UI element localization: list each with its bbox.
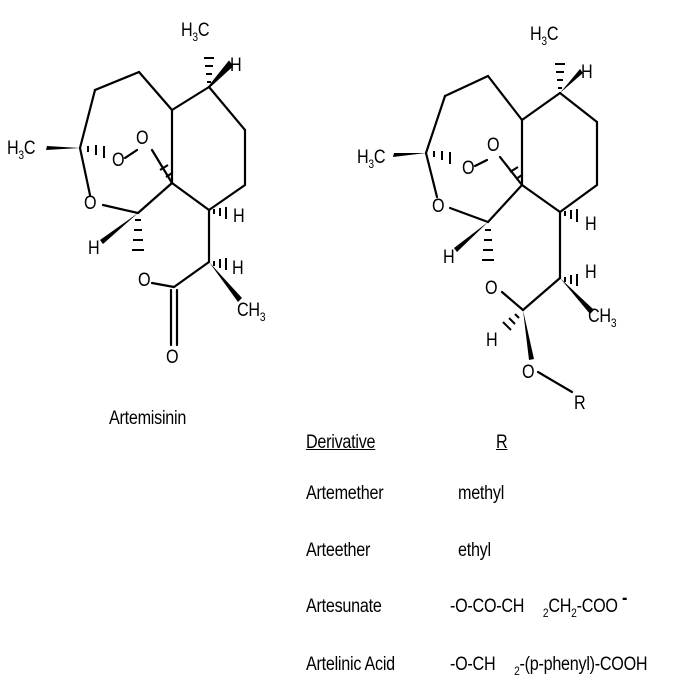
bond [93,70,141,92]
atom-label-h: H [486,330,498,351]
bond [558,183,599,214]
wedge-bond [560,69,583,93]
table-cell-r: methyl [458,483,505,504]
bond [150,148,174,185]
atom-label-o: O [112,150,125,171]
bond [137,70,174,112]
wedge-bond [523,310,534,360]
bond [521,276,562,312]
atom-label-o: O [462,158,475,179]
bond [101,203,140,215]
hash-bond [509,166,519,173]
hash-bond [508,317,516,325]
atom-label-h3c-left: H3C [7,138,36,162]
bond [150,281,176,289]
wedge-bond [454,222,488,252]
hash-bond [502,321,512,331]
bond [207,85,247,132]
bond [486,74,524,122]
wedge-bond [100,213,138,244]
bond [123,148,139,160]
wedge-bond [393,153,426,157]
atom-label-h: H [232,258,244,279]
hash-bond [515,174,523,180]
atom-label-h3c-top: H3C [530,24,559,48]
bond [536,370,574,394]
atom-label-ch3: CH3 [237,300,266,324]
bond [170,85,211,112]
atom-label-o: O [84,193,97,214]
atom-label-h: H [88,238,100,259]
bond [448,206,490,224]
atom-label-h: H [230,55,242,76]
wedge-bond [208,60,234,88]
atom-label-h: H [585,214,597,235]
molecule-name-artemisinin: Artemisinin [109,408,187,429]
wedge-bond [209,262,242,302]
bond [424,94,447,155]
bond [78,146,92,197]
atom-label-h: H [581,62,593,83]
bond [207,183,247,212]
bond [170,181,211,212]
hash-bond [165,172,173,178]
atom-label-r: R [574,393,586,414]
table-cell-derivative: Arteether [306,540,371,561]
atom-label-o: O [522,362,535,383]
hash-bond [514,313,520,319]
atom-label-o: O [166,347,179,368]
atom-label-h3c-top: H3C [181,20,210,44]
bond [500,290,525,312]
bond [486,183,524,224]
atom-label-h: H [233,206,245,227]
bond [136,181,174,215]
wedge-bond [560,278,594,314]
atom-label-o: O [136,128,149,149]
table-cell-derivative: Artesunate [306,596,382,617]
table-header-derivative: Derivative [306,432,376,453]
atom-label-h3c-left: H3C [357,147,386,171]
table-cell-r: ethyl [458,540,491,561]
bond [172,260,211,289]
table-header-r: R [496,432,508,453]
bond [443,74,490,98]
atom-label-h: H [585,262,597,283]
table-cell-derivative: Artelinic Acid [306,654,395,675]
atom-label-o: O [138,270,151,291]
bond [520,91,562,122]
bond [558,91,599,124]
bond [520,183,562,214]
bond [78,88,97,150]
atom-label-ch3: CH3 [588,306,617,330]
wedge-bond [46,146,80,150]
bond [424,151,439,199]
table-cell-derivative: Artemether [306,483,384,504]
atom-label-o: O [487,135,500,156]
hash-bond [159,164,169,171]
atom-label-o: O [485,278,498,299]
atom-label-o: O [432,196,445,217]
atom-label-h: H [443,247,455,268]
bond [473,158,489,168]
